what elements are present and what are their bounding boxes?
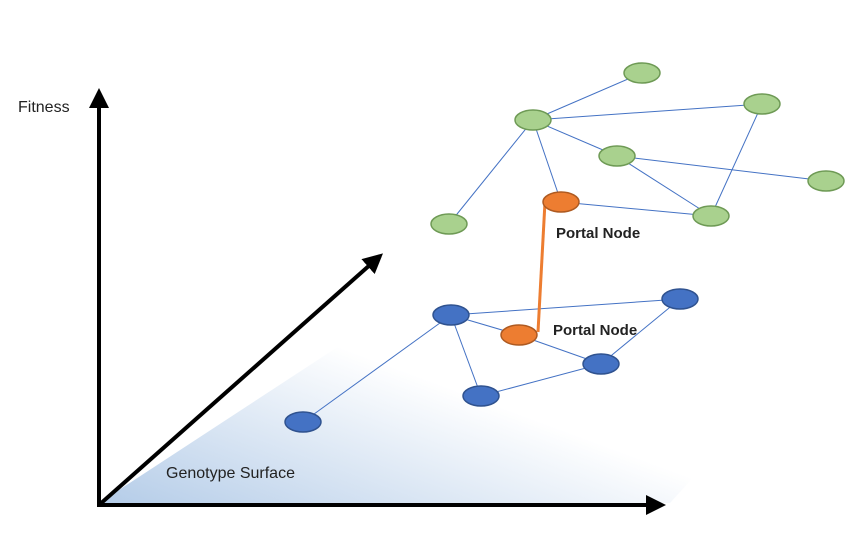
blue-node (432, 304, 470, 326)
green-node (623, 62, 661, 84)
green-node (598, 145, 636, 167)
edge (532, 72, 643, 121)
edge (450, 298, 681, 316)
blue-node (284, 411, 322, 433)
green-node (743, 93, 781, 115)
green-node (514, 109, 552, 131)
portal-node-label-upper: Portal Node (556, 225, 640, 242)
green-node (807, 170, 845, 192)
edge (448, 119, 534, 225)
portal-nodes (500, 191, 580, 346)
upper-network-edges (448, 72, 827, 225)
edge (560, 201, 712, 217)
blue-node (582, 353, 620, 375)
portal-node-label-lower: Portal Node (553, 322, 637, 339)
portal-node-upper (542, 191, 580, 213)
upper-network-nodes (430, 62, 845, 235)
edge (616, 155, 827, 182)
blue-node (462, 385, 500, 407)
genotype-surface-label: Genotype Surface (166, 465, 295, 482)
edge (480, 363, 602, 397)
edge (616, 155, 712, 217)
edge (532, 119, 562, 203)
depth-axis (97, 253, 383, 507)
portal-link (536, 201, 547, 333)
green-node (692, 205, 730, 227)
fitness-axis-label: Fitness (18, 99, 70, 116)
green-node (430, 213, 468, 235)
portal-node-lower (500, 324, 538, 346)
lower-network-nodes (284, 288, 699, 433)
edge (532, 103, 763, 121)
blue-node (661, 288, 699, 310)
edge (302, 314, 452, 423)
genotype-surface (99, 280, 700, 503)
edge (450, 314, 482, 397)
edge (600, 298, 681, 365)
edge (710, 103, 763, 217)
lower-network-edges (302, 298, 681, 423)
